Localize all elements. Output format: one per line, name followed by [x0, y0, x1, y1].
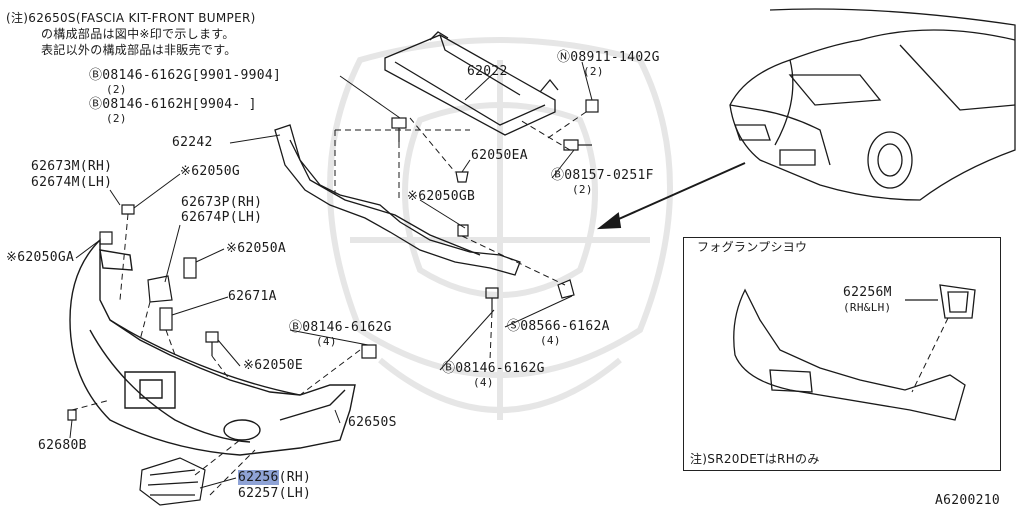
callout-62256-side: (RH): [278, 470, 312, 485]
callout-62673P[interactable]: 62673P(RH): [181, 195, 263, 210]
note-line-3: 表記以外の構成部品は非販売です。: [41, 43, 237, 57]
highlight-62256: 62256: [238, 470, 279, 485]
qty-label: (4): [540, 334, 561, 347]
callout-n08911-1402G[interactable]: Ⓝ08911-1402G: [557, 50, 660, 65]
fog-lamp-cover: [139, 457, 206, 506]
arrow-to-parts: [596, 162, 746, 230]
callout-62680B[interactable]: 62680B: [38, 438, 87, 453]
callout-62050GB[interactable]: ※62050GB: [407, 189, 476, 204]
note-line-2: の構成部品は図中※印で示します。: [41, 27, 235, 41]
car-illustration: [729, 8, 1016, 201]
inset-callout-62256M[interactable]: 62256M: [843, 285, 892, 300]
callout-62050E[interactable]: ※62050E: [243, 358, 303, 373]
leader-lines: [69, 61, 593, 489]
inset-guide: [911, 317, 949, 393]
callout-62674M[interactable]: 62674M(LH): [31, 175, 113, 190]
callout-62673M[interactable]: 62673M(RH): [31, 159, 113, 174]
callout-62650S[interactable]: 62650S: [348, 415, 397, 430]
inset-title: フォグランプシヨウ: [697, 240, 808, 254]
callout-62050G[interactable]: ※62050G: [180, 164, 240, 179]
qty-label: (4): [316, 335, 337, 348]
callout-b08146-6162G-range[interactable]: Ⓑ08146-6162G[9901-9904]: [89, 68, 282, 83]
qty-label: (2): [106, 112, 127, 125]
callout-62022[interactable]: 62022: [467, 64, 508, 79]
callout-b08146-6162G-low[interactable]: Ⓑ08146-6162G: [442, 361, 545, 376]
diagram-id: A6200210: [935, 493, 1001, 508]
inset-bumper: [733, 284, 976, 421]
callout-62242[interactable]: 62242: [172, 135, 213, 150]
inset-note: 注)SR20DETはRHのみ: [690, 452, 820, 466]
note-line-1: (注)62650S(FASCIA KIT-FRONT BUMPER): [6, 11, 256, 25]
callout-62050EA[interactable]: 62050EA: [471, 148, 528, 163]
qty-label: (2): [583, 65, 604, 78]
qty-label: (2): [572, 183, 593, 196]
callout-62257[interactable]: 62257(LH): [238, 486, 312, 501]
callout-62050GA[interactable]: ※62050GA: [6, 250, 75, 265]
inset-callout-side: (RH&LH): [843, 301, 892, 314]
qty-label: (4): [473, 376, 494, 389]
callout-62674P[interactable]: 62674P(LH): [181, 210, 263, 225]
guide-lines: [71, 111, 587, 496]
callout-62671A[interactable]: 62671A: [228, 289, 277, 304]
callout-b08146-6162H-range[interactable]: Ⓑ08146-6162H[9904- ]: [89, 97, 257, 112]
watermark-emblem: [327, 37, 673, 420]
callout-62256[interactable]: 62256(RH): [238, 470, 312, 485]
fog-lamp-inset: [683, 237, 1001, 471]
qty-label: (2): [106, 83, 127, 96]
reinforcement-62022: [384, 31, 559, 136]
callout-s08566-6162A[interactable]: Ⓢ08566-6162A: [507, 319, 610, 334]
callout-b08157-0251F[interactable]: Ⓑ08157-0251F: [551, 168, 654, 183]
bracket-62242: [274, 124, 521, 276]
callout-62050A[interactable]: ※62050A: [226, 241, 286, 256]
front-bumper: [69, 238, 356, 456]
callout-b08146-6162G-mid[interactable]: Ⓑ08146-6162G: [289, 320, 392, 335]
